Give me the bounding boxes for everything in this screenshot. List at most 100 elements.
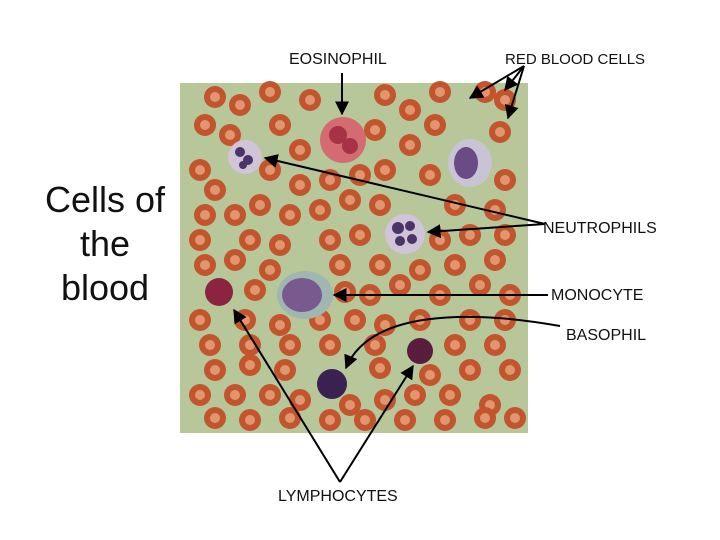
red-blood-cell-center [345, 195, 355, 205]
red-blood-cell-center [465, 230, 475, 240]
red-blood-cell-center [500, 95, 510, 105]
red-blood-cell-center [245, 360, 255, 370]
label-eosinophil: EOSINOPHIL [289, 51, 387, 68]
red-blood-cell-center [305, 95, 315, 105]
arrow-rbc-3 [504, 65, 525, 92]
red-blood-cell-center [325, 235, 335, 245]
red-blood-cell-center [200, 120, 210, 130]
red-blood-cell-center [395, 280, 405, 290]
red-blood-cells-group [189, 81, 526, 431]
red-blood-cell-center [200, 260, 210, 270]
red-blood-cell-center [200, 210, 210, 220]
red-blood-cell-center [345, 400, 355, 410]
red-blood-cell-center [375, 260, 385, 270]
red-blood-cell-center [375, 363, 385, 373]
red-blood-cell-center [435, 87, 445, 97]
red-blood-cell-center [430, 120, 440, 130]
red-blood-cell-center [450, 340, 460, 350]
red-blood-cell-center [425, 370, 435, 380]
red-blood-cell-center [195, 235, 205, 245]
red-blood-cell-center [210, 185, 220, 195]
red-blood-cell-center [295, 180, 305, 190]
red-blood-cell-center [275, 240, 285, 250]
red-blood-cell-center [370, 340, 380, 350]
red-blood-cell-center [325, 175, 335, 185]
monocyte-cell [277, 271, 333, 319]
red-blood-cell-center [235, 100, 245, 110]
red-blood-cell-center [380, 165, 390, 175]
red-blood-cell-center [405, 105, 415, 115]
red-blood-cell-center [245, 235, 255, 245]
red-blood-cell-center [295, 145, 305, 155]
arrow-rbc-1 [468, 65, 525, 99]
red-blood-cell-center [195, 390, 205, 400]
neutrophil-cell-right [448, 139, 492, 187]
red-blood-cell-center [415, 265, 425, 275]
label-lymphocytes: LYMPHOCYTES [278, 488, 398, 505]
arrow-neutrophil-left [263, 154, 546, 225]
arrow-lymphocyte-left [233, 308, 341, 483]
red-blood-cell-center [410, 390, 420, 400]
red-blood-cell-center [210, 413, 220, 423]
arrow-basophil [344, 315, 561, 370]
neutrophil-cell-center [385, 214, 425, 254]
lymphocyte-cell-right [407, 338, 433, 364]
label-basophil: BASOPHIL [566, 327, 647, 344]
red-blood-cell-center [265, 265, 275, 275]
red-blood-cell-center [205, 340, 215, 350]
red-blood-cell-center [195, 165, 205, 175]
red-blood-cell-center [315, 205, 325, 215]
red-blood-cell-center [265, 87, 275, 97]
red-blood-cell-center [500, 230, 510, 240]
red-blood-cell-center [275, 320, 285, 330]
red-blood-cell-center [505, 365, 515, 375]
red-blood-cell-center [285, 210, 295, 220]
red-blood-cell-center [465, 365, 475, 375]
red-blood-cell-center [475, 280, 485, 290]
red-blood-cell-center [380, 395, 390, 405]
red-blood-cell-center [230, 390, 240, 400]
red-blood-cell-center [480, 413, 490, 423]
red-blood-cell-center [425, 170, 435, 180]
red-blood-cell-center [245, 340, 255, 350]
label-red-blood-cells: RED BLOOD CELLS [505, 51, 646, 68]
red-blood-cell-center [510, 413, 520, 423]
red-blood-cell-center [400, 415, 410, 425]
red-blood-cell-center [255, 200, 265, 210]
slide-title: Cells of the blood [44, 179, 166, 308]
red-blood-cell-center [380, 90, 390, 100]
red-blood-cell-center [265, 390, 275, 400]
basophil-cell [317, 369, 347, 399]
red-blood-cell-center [350, 315, 360, 325]
red-blood-cell-center [210, 92, 220, 102]
red-blood-cell-center [325, 340, 335, 350]
red-blood-cell-center [375, 200, 385, 210]
red-blood-cell-center [230, 255, 240, 265]
red-blood-cell-center [225, 130, 235, 140]
lymphocyte-cell-left [205, 278, 233, 306]
red-blood-cell-center [245, 415, 255, 425]
red-blood-cell-center [325, 415, 335, 425]
red-blood-cell-center [370, 125, 380, 135]
red-blood-cell-center [335, 260, 345, 270]
arrow-neutrophil-center [426, 223, 546, 239]
red-blood-cell-center [250, 285, 260, 295]
red-blood-cell-center [355, 170, 365, 180]
arrow-rbc-2 [505, 65, 525, 120]
red-blood-cell-center [450, 260, 460, 270]
eosinophil-cell [320, 117, 366, 163]
red-blood-cell-center [490, 255, 500, 265]
red-blood-cell-center [275, 120, 285, 130]
red-blood-cell-center [500, 175, 510, 185]
red-blood-cell-center [440, 415, 450, 425]
red-blood-cell-center [210, 365, 220, 375]
red-blood-cell-center [230, 210, 240, 220]
red-blood-cell-center [380, 320, 390, 330]
red-blood-cell-center [355, 230, 365, 240]
red-blood-cell-center [195, 315, 205, 325]
red-blood-cell-center [280, 365, 290, 375]
red-blood-cell-center [495, 127, 505, 137]
